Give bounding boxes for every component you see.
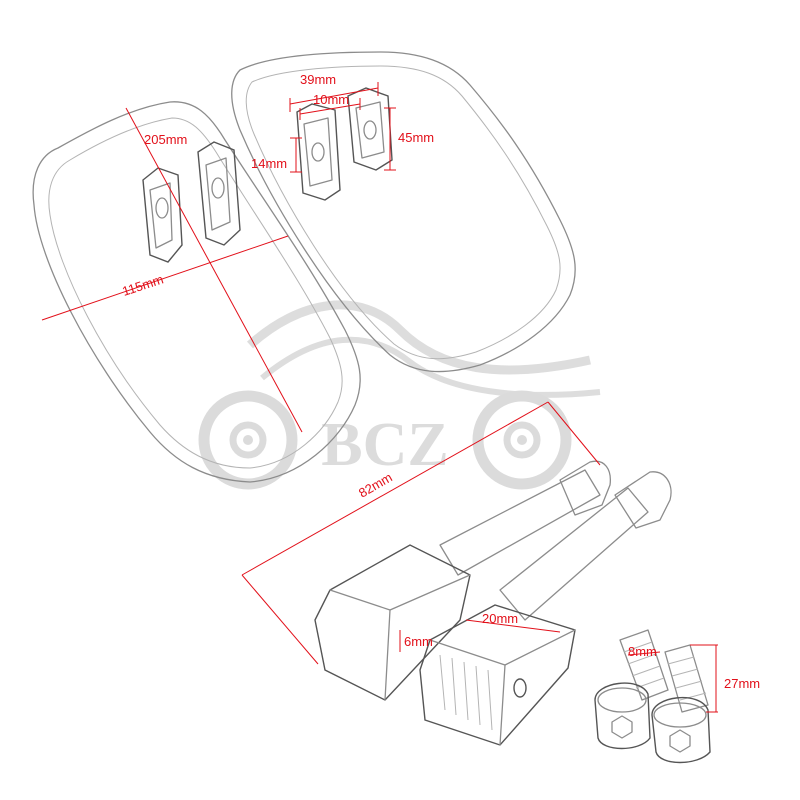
label-bolt-length: 27mm (724, 676, 760, 691)
watermark-text: BCZ (321, 411, 448, 479)
bolt-right (651, 644, 711, 764)
mount-peg-rear (314, 460, 611, 701)
mount-knurled-face (439, 654, 493, 731)
right-footboard-bracket (296, 87, 393, 201)
label-pedal-length: 205mm (144, 132, 187, 147)
bolt-left (594, 629, 669, 750)
left-footboard-bracket (142, 141, 241, 263)
dimension-lines (41, 82, 718, 713)
dim-line-pedal-width (41, 235, 289, 321)
label-bolt-diameter: 8mm (628, 644, 657, 659)
left-footboard (32, 101, 361, 483)
watermark-wheel-left (198, 390, 298, 490)
right-footboard (231, 51, 576, 373)
watermark-logo (246, 300, 601, 398)
dim-line-pedal-length (125, 107, 303, 433)
label-mount-width: 20mm (482, 611, 518, 626)
label-bracket-tab: 14mm (251, 156, 287, 171)
label-bracket-width: 39mm (300, 72, 336, 87)
dim-line-mount-width (465, 619, 561, 633)
label-pedal-width: 115mm (120, 271, 165, 298)
label-bracket-height: 45mm (398, 130, 434, 145)
watermark-wheel-right (472, 390, 572, 490)
dim-line-peg-length (241, 401, 549, 576)
dim-line-bracket-slot (299, 103, 361, 115)
label-bracket-slot: 10mm (313, 92, 349, 107)
watermark: BCZ (198, 300, 601, 490)
dim-line-bolt-diameter (627, 651, 661, 656)
dim-line-bracket-width (289, 87, 379, 105)
mount-peg-front (419, 471, 672, 746)
label-mount-hole: 6mm (404, 634, 433, 649)
